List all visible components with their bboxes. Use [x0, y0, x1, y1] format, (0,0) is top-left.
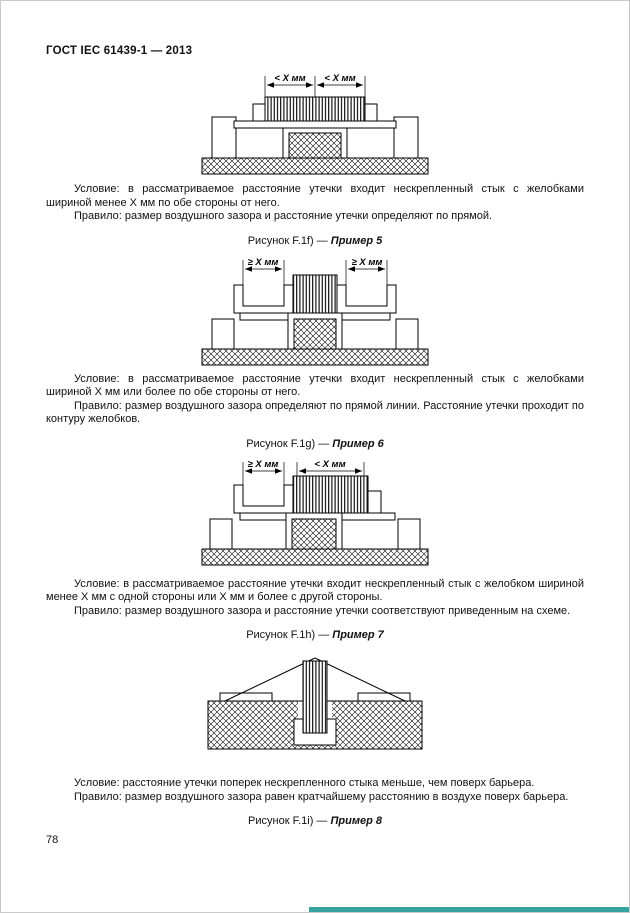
caption-example-name: Пример 6	[332, 437, 384, 450]
dimension-label: < X мм	[324, 73, 355, 84]
dimension-label: < X мм	[314, 459, 345, 470]
right-end-cap	[364, 103, 378, 122]
dimension-label: ≥ X мм	[248, 257, 279, 268]
caption-prefix: Рисунок F.1f) —	[247, 234, 331, 247]
right-support-block	[395, 318, 419, 349]
figure-example-7: ≥ X мм < X мм	[46, 458, 584, 572]
left-support-block	[211, 318, 235, 349]
joint-crosshatch	[291, 518, 337, 549]
condition-text: Условие: в рассматриваемое расстояние ут…	[46, 183, 584, 209]
page-number: 78	[46, 834, 59, 846]
joint-strip	[302, 660, 328, 734]
caption-prefix: Рисунок F.1h) —	[246, 629, 333, 641]
grooved-block	[264, 96, 366, 122]
extension-lines	[264, 76, 366, 97]
rule-text: Правило: размер воздушного зазора опреде…	[46, 399, 584, 426]
joint-crosshatch	[293, 318, 337, 349]
figure-example-8	[46, 649, 584, 771]
dimension-label: ≥ X мм	[352, 257, 383, 268]
caption-prefix: Рисунок F.1g) —	[246, 437, 333, 450]
rule-text: Правило: размер воздушного зазора и расс…	[74, 604, 571, 617]
figure-6-notes: Условие: в рассматриваемое расстояние ут…	[46, 373, 584, 427]
left-end-cap	[252, 103, 266, 122]
joint-crosshatch	[288, 132, 342, 159]
base-slab	[201, 548, 429, 565]
bottom-edge-bar	[309, 907, 629, 912]
grooved-block	[292, 274, 338, 313]
left-support-block	[211, 116, 237, 159]
grooved-block	[292, 475, 369, 513]
caption-example-name: Пример 8	[330, 815, 382, 827]
cover-plate	[233, 120, 397, 129]
right-support-block	[397, 518, 421, 549]
figure-caption: Рисунок F.1i) — Пример 8	[46, 815, 584, 827]
figure-example-6: ≥ X мм ≥ X мм	[46, 255, 584, 367]
right-end-cap	[367, 490, 382, 513]
extension-lines	[242, 259, 388, 285]
figure-caption: Рисунок F.1f) — Пример 5	[46, 235, 584, 247]
right-support-block	[393, 116, 419, 159]
rule-text: Правило: размер воздушного зазора и расс…	[74, 210, 493, 222]
extension-lines	[242, 461, 365, 485]
figure-example-5: < X мм < X мм	[46, 71, 584, 177]
figure-example-5-diagram: < X мм < X мм	[201, 73, 429, 175]
right-channel-block	[336, 284, 397, 313]
condition-text: Условие: расстояние утечки поперек нескр…	[74, 777, 535, 789]
figure-example-8-diagram	[207, 657, 423, 750]
dimension-label: < X мм	[274, 73, 305, 84]
left-channel-block	[233, 484, 294, 513]
figure-7-notes: Условие: в рассматриваемое расстояние ут…	[46, 578, 584, 619]
figure-example-7-diagram: ≥ X мм < X мм	[201, 459, 429, 565]
dimension-label: ≥ X мм	[248, 459, 279, 470]
figure-8-notes: Условие: расстояние утечки поперек нескр…	[46, 777, 584, 804]
left-channel-block	[233, 284, 294, 313]
caption-prefix: Рисунок F.1i) —	[248, 815, 331, 827]
caption-example-name: Пример 7	[332, 629, 384, 641]
document-header: ГОСТ IEC 61439-1 — 2013	[46, 45, 193, 57]
caption-example-name: Пример 5	[330, 234, 383, 247]
rule-text: Правило: размер воздушного зазора равен …	[74, 790, 569, 803]
condition-text: Условие: в рассматриваемое расстояние ут…	[46, 577, 584, 604]
figure-caption: Рисунок F.1g) — Пример 6	[46, 438, 584, 450]
figure-5-notes: Условие: в рассматриваемое расстояние ут…	[46, 183, 584, 224]
figure-example-6-diagram: ≥ X мм ≥ X мм	[201, 257, 429, 365]
base-slab	[201, 157, 429, 175]
base-slab	[201, 348, 429, 365]
page-content: ГОСТ IEC 61439-1 — 2013 < X мм < X мм	[1, 1, 629, 846]
condition-text: Условие: в рассматриваемое расстояние ут…	[46, 372, 584, 399]
left-support-block	[209, 518, 233, 549]
figure-caption: Рисунок F.1h) — Пример 7	[46, 629, 584, 641]
